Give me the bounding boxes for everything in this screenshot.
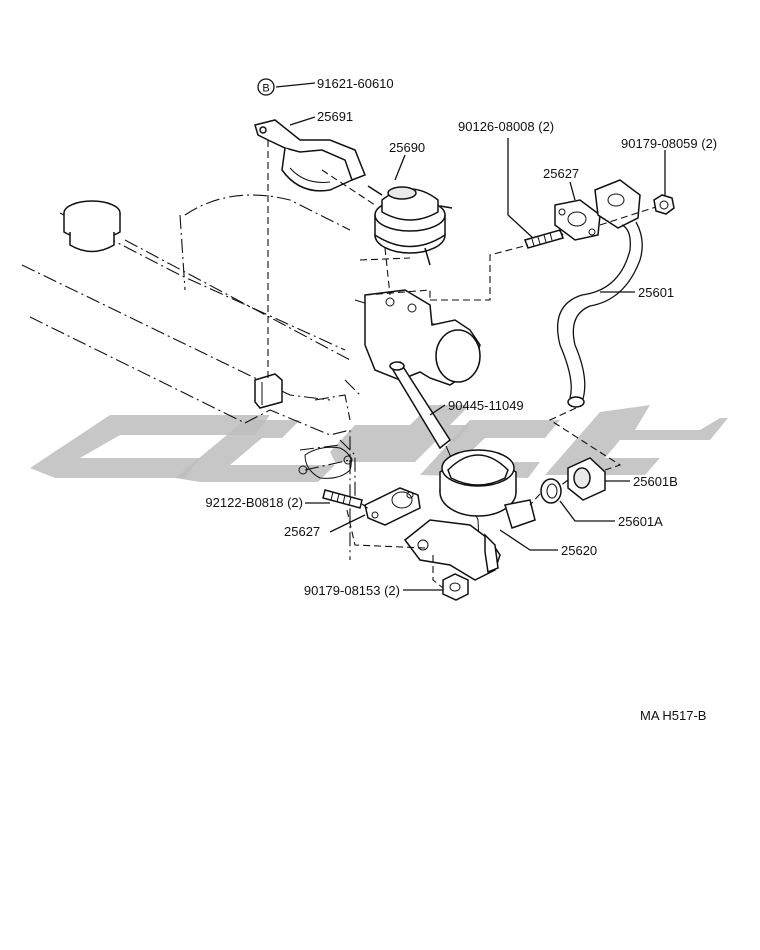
stud-90126 <box>524 229 564 249</box>
gasket-25627-bottom <box>364 487 421 526</box>
nut-90179-top <box>653 194 675 215</box>
label-90126-08008: 90126-08008 (2) <box>458 119 554 134</box>
manifold-flange <box>364 289 481 386</box>
label-92122-b0818: 92122-B0818 (2) <box>205 495 303 510</box>
pipe-25601 <box>556 179 643 408</box>
vsv-25690 <box>367 185 453 266</box>
label-25601b: 25601B <box>633 474 678 489</box>
diagram-code: MA H517-B <box>640 708 706 723</box>
label-90179-08153: 90179-08153 (2) <box>304 583 400 598</box>
label-25620: 25620 <box>561 543 597 558</box>
label-25627-bottom: 25627 <box>284 524 320 539</box>
leader-lines <box>275 82 666 591</box>
label-25690: 25690 <box>389 140 425 155</box>
assembly-lines <box>267 140 657 589</box>
label-25601a: 25601A <box>618 514 663 529</box>
label-90179-08059: 90179-08059 (2) <box>621 136 717 151</box>
stud-92122 <box>322 489 363 509</box>
label-91621-60610: 91621-60610 <box>317 76 394 91</box>
mounting-boss <box>254 373 283 409</box>
nut-90179-bottom <box>442 573 469 601</box>
label-25601: 25601 <box>638 285 674 300</box>
badge-b-letter: B <box>262 83 269 95</box>
badge-b: B <box>257 78 275 96</box>
watermark-logo <box>30 405 728 482</box>
oil-filler-cap <box>63 200 121 253</box>
label-25691: 25691 <box>317 109 353 124</box>
callout-labels: B 91621-60610 25691 25690 90126-08008 (2… <box>205 76 717 723</box>
label-25627-top: 25627 <box>543 166 579 181</box>
label-90445-11049: 90445-11049 <box>448 398 524 413</box>
port-gasket <box>298 446 353 479</box>
union-nut-25601b <box>567 457 606 501</box>
bracket-25691 <box>254 119 366 192</box>
gasket-ring-25601a <box>540 478 562 504</box>
valve-25620 <box>403 449 536 581</box>
